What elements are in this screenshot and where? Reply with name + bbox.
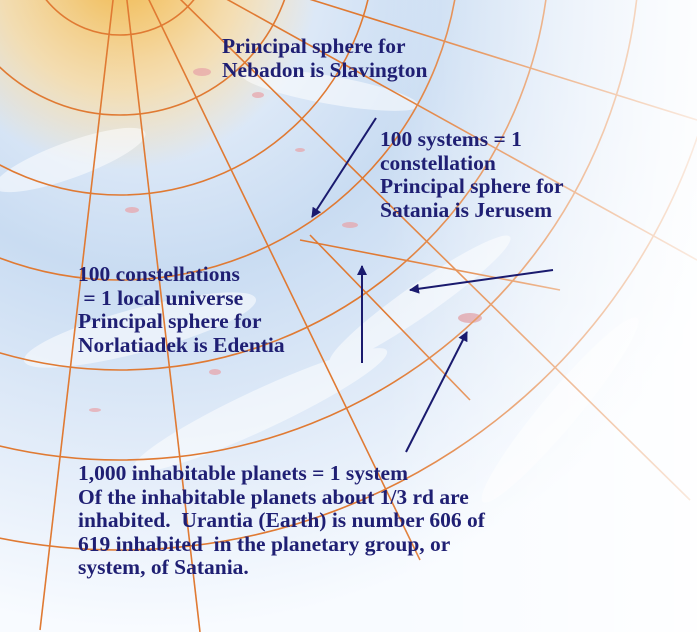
universe-line-3: Principal sphere for: [78, 309, 262, 333]
universe-line-4: Norlatiadek is Edentia: [78, 332, 285, 357]
label-system: 1,000 inhabitable planets = 1 system Of …: [78, 461, 485, 580]
system-line-5: system, of Satania.: [78, 555, 249, 579]
system-line-1: 1,000 inhabitable planets = 1 system: [78, 461, 409, 485]
arrow-to-jerusem: [409, 269, 554, 294]
constellation-line-2: constellation: [380, 150, 496, 175]
universe-line-2: = 1 local universe: [78, 285, 244, 310]
label-constellation: 100 systems = 1 constellation Principal …: [380, 127, 564, 222]
arrow-to-slavington: [311, 117, 377, 218]
constellation-line-3: Principal sphere for: [380, 174, 564, 198]
slavington-line-1: Principal sphere for: [222, 34, 406, 58]
system-line-4: 619 inhabited in the planetary group, or: [78, 531, 451, 556]
constellation-line-4: Satania is Jerusem: [380, 197, 552, 222]
label-local-universe: 100 constellations = 1 local universe Pr…: [78, 262, 285, 357]
system-line-3: inhabited. Urantia (Earth) is number 606…: [78, 508, 485, 532]
slavington-line-2: Nebadon is Slavington: [222, 57, 428, 82]
arrow-to-satania: [405, 331, 468, 453]
label-slavington: Principal sphere for Nebadon is Slavingt…: [222, 34, 428, 82]
constellation-line-1: 100 systems = 1: [380, 127, 522, 151]
universe-line-1: 100 constellations: [78, 262, 240, 286]
system-line-2: Of the inhabitable planets about 1/3 rd …: [78, 484, 469, 509]
pointer-arrows: [311, 117, 554, 453]
